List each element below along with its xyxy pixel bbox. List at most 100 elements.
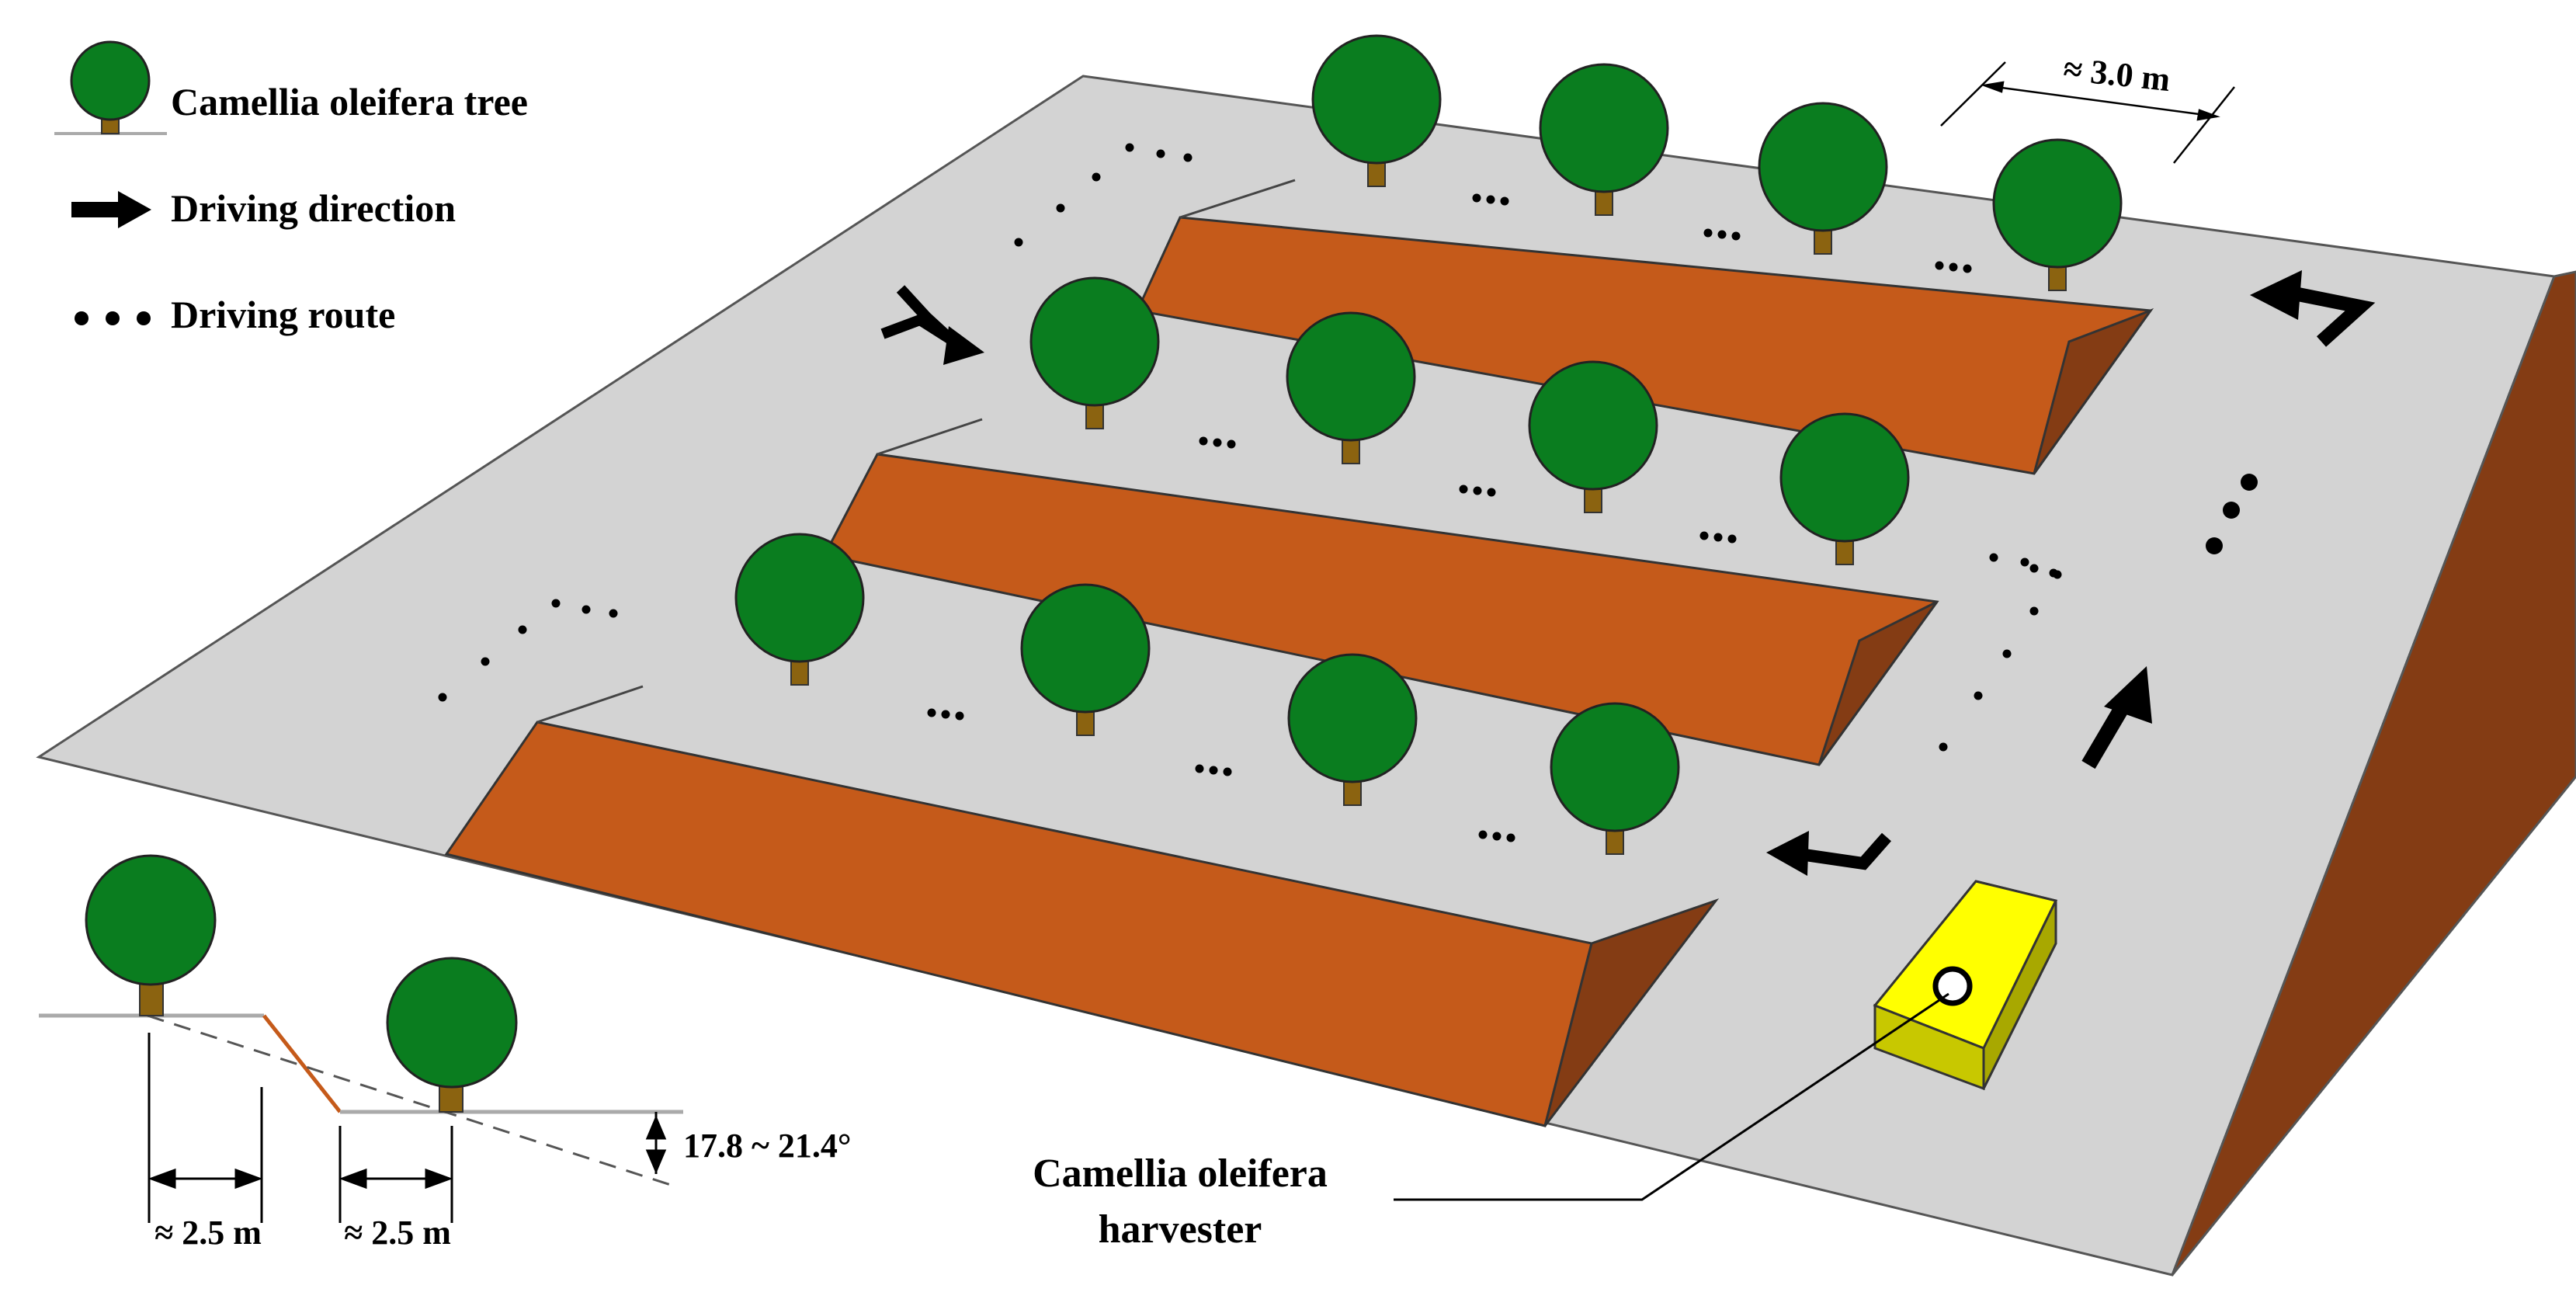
terrace-front	[444, 685, 1720, 1127]
tree-icon	[1286, 311, 1416, 464]
route-dot	[955, 711, 964, 721]
tree-icon	[386, 957, 518, 1113]
route-dot	[2002, 649, 2012, 658]
legend-direction-label: Driving direction	[171, 186, 456, 230]
terrace-middle-side	[1817, 600, 1939, 766]
route-dot	[518, 625, 527, 634]
route-dot	[1487, 488, 1496, 497]
route-dot	[941, 710, 950, 719]
tree-icon	[1550, 702, 1680, 855]
tree-group	[734, 34, 2123, 855]
tree-canopy	[1287, 653, 1418, 783]
route-dot	[1949, 262, 1958, 272]
route-dot	[1014, 238, 1023, 247]
route-dot	[1472, 193, 1481, 203]
route-dot	[2029, 606, 2039, 616]
terrace-front-side	[1543, 898, 1720, 1127]
terrace-middle	[822, 418, 1939, 766]
harvester-icon	[1394, 880, 2058, 1201]
route-dot	[1183, 153, 1193, 162]
route-dot	[1213, 438, 1222, 447]
tree-icon	[1287, 653, 1418, 806]
route-dot	[551, 599, 561, 608]
route-dot	[1717, 230, 1727, 239]
route-dot	[1459, 485, 1468, 494]
tree-icon	[54, 40, 167, 135]
harvester-marker	[1932, 966, 1973, 1006]
tree-canopy	[1992, 138, 2123, 269]
route-dot	[2029, 564, 2039, 573]
legend-route-label: Driving route	[171, 293, 395, 336]
arrow-turn-icon	[2250, 270, 2376, 347]
harvester-label-line1: Camellia oleifera	[1033, 1151, 1328, 1196]
continuation-dots	[2206, 474, 2258, 554]
route-dot	[1699, 531, 1709, 540]
route-dot	[1473, 486, 1482, 495]
arrow-up-icon	[2081, 666, 2152, 769]
tree-canopy	[1779, 412, 1910, 543]
tree-canopy	[1550, 702, 1680, 832]
spacing-dimension	[1940, 61, 2235, 164]
tree-icon	[734, 533, 865, 686]
driving-route-dots	[438, 143, 2062, 842]
arrow-turn-icon	[880, 285, 984, 365]
legend: Camellia oleifera tree Driving direction…	[54, 40, 528, 336]
arrow-right-icon	[71, 191, 151, 228]
route-dot	[1156, 149, 1165, 158]
tree-icon	[1020, 583, 1151, 736]
route-dot	[481, 657, 490, 666]
route-dot	[1500, 196, 1509, 206]
route-dot	[1731, 231, 1741, 241]
route-dot	[1056, 203, 1065, 213]
tree-icon	[85, 854, 217, 1016]
route-dot	[1199, 436, 1208, 446]
harvester-label-line2: harvester	[1099, 1207, 1262, 1252]
slope-angle-label: 17.8 ~ 21.4°	[683, 1127, 851, 1165]
cross-section: ≈ 2.5 m ≈ 2.5 m 17.8 ~ 21.4°	[39, 854, 851, 1252]
route-dot	[1195, 764, 1204, 773]
route-dot	[1227, 439, 1236, 449]
route-dot	[1486, 195, 1495, 204]
tree-icon	[1539, 63, 1669, 216]
route-dot	[1492, 832, 1502, 841]
tree-canopy	[1528, 360, 1658, 491]
tree-canopy	[1020, 583, 1151, 714]
terrace-back-side	[2033, 307, 2154, 474]
route-dot	[1727, 534, 1737, 544]
route-dot	[1989, 553, 1998, 562]
tree-icon	[1779, 412, 1910, 565]
spacing-label: ≈ 3.0 m	[2061, 50, 2172, 99]
route-dot	[1713, 533, 1723, 542]
ground-right-side	[2171, 270, 2576, 1276]
tree-canopy	[1286, 311, 1416, 442]
route-dot	[2053, 570, 2062, 579]
tree-canopy	[1311, 34, 1442, 165]
route-dot	[927, 708, 936, 717]
dots-icon	[75, 311, 151, 325]
route-dot	[1125, 143, 1134, 152]
width-left-label: ≈ 2.5 m	[154, 1214, 262, 1252]
route-dot	[1963, 264, 1972, 273]
tree-icon	[1528, 360, 1658, 513]
tree-icon	[1311, 34, 1442, 187]
tree-canopy	[734, 533, 865, 663]
route-dot	[1092, 172, 1101, 182]
route-dot	[438, 693, 447, 702]
tree-canopy	[1758, 102, 1888, 232]
harvester-leader-line	[1394, 992, 1949, 1201]
route-dot	[1939, 742, 1948, 752]
route-dot	[582, 605, 591, 614]
route-dot	[1223, 767, 1232, 776]
route-dot	[1974, 691, 1983, 700]
route-dot	[1506, 833, 1515, 842]
route-dot	[1703, 228, 1713, 238]
tree-icon	[1992, 138, 2123, 291]
tree-canopy	[1029, 276, 1160, 407]
terrace-back	[1135, 179, 2154, 475]
width-right-label: ≈ 2.5 m	[344, 1214, 451, 1252]
legend-tree-label: Camellia oleifera tree	[171, 80, 528, 123]
tree-icon	[1029, 276, 1160, 429]
route-dot	[609, 609, 618, 618]
route-dot	[1209, 766, 1218, 775]
